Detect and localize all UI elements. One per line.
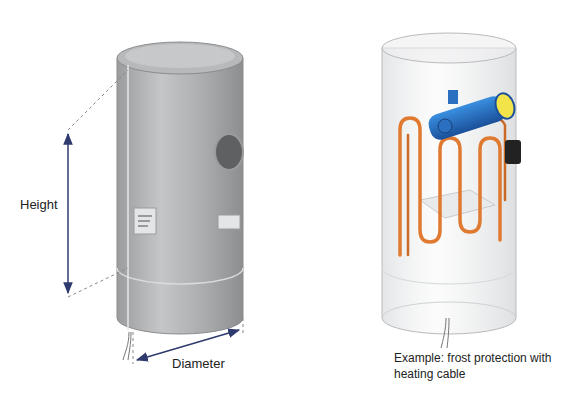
transparent-housing [382, 33, 516, 334]
insulation-housing [117, 42, 243, 360]
example-caption: Example: frost protection with heating c… [394, 350, 564, 382]
dimension-label: Height [20, 197, 58, 212]
sensor [426, 90, 521, 164]
heating-cable [400, 118, 505, 255]
cable-lead [441, 318, 449, 348]
dimension-label: Diameter [172, 356, 225, 371]
dimension-lines [68, 70, 243, 364]
